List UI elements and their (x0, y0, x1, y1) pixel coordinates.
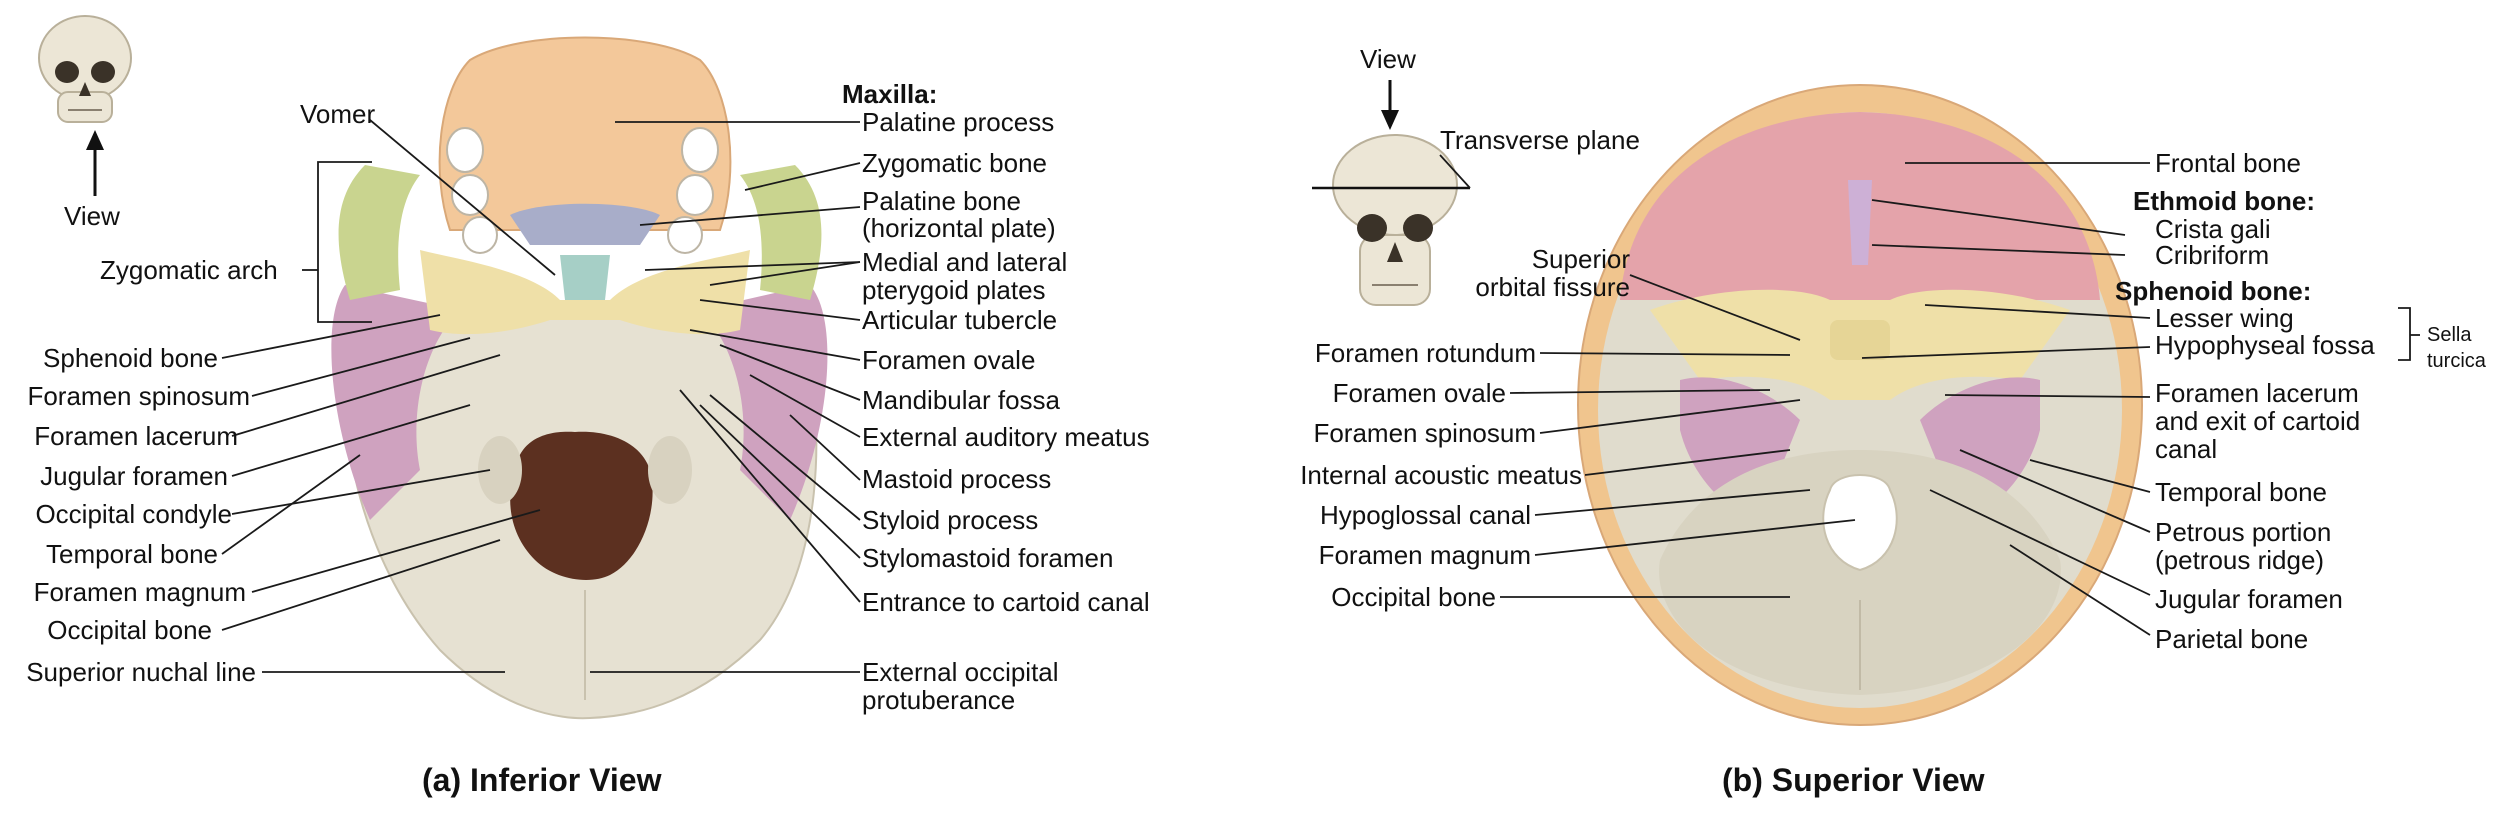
label-maxilla-header: Maxilla: (842, 79, 938, 109)
label-temporal-bone-b: Temporal bone (2155, 477, 2327, 507)
view-label-inferior: View (64, 201, 120, 231)
label-foramen-lacerum-b-1: Foramen lacerum (2155, 378, 2359, 408)
skull-superior-view (1577, 84, 2143, 726)
label-lesser-wing: Lesser wing (2155, 303, 2294, 333)
label-sphenoid-bone-a: Sphenoid bone (43, 343, 218, 373)
transverse-plane-leader (1439, 154, 1471, 189)
view-arrow-inferior (86, 130, 104, 196)
label-sella-2: turcica (2427, 350, 2486, 372)
label-occipital-bone-a: Occipital bone (47, 615, 212, 645)
view-label-superior: View (1360, 44, 1416, 74)
label-jugular-foramen-b: Jugular foramen (2155, 584, 2343, 614)
label-transverse-plane: Transverse plane (1440, 125, 1640, 155)
label-palatine-bone-2: (horizontal plate) (862, 213, 1056, 243)
label-petrous-2: (petrous ridge) (2155, 545, 2325, 575)
label-frontal-bone: Frontal bone (2155, 148, 2301, 178)
label-foramen-lacerum-b-2: and exit of cartoid (2155, 406, 2361, 436)
label-vomer: Vomer (300, 99, 376, 129)
label-crista-gali: Crista gali (2155, 214, 2271, 244)
label-articular-tubercle: Articular tubercle (862, 305, 1058, 335)
label-internal-acoustic-meatus: Internal acoustic meatus (1300, 460, 1582, 490)
label-foramen-magnum-b: Foramen magnum (1318, 540, 1531, 570)
label-temporal-bone-a: Temporal bone (46, 539, 218, 569)
label-superior-nuchal-line: Superior nuchal line (26, 657, 256, 687)
label-foramen-ovale-b: Foramen ovale (1332, 378, 1506, 408)
label-external-auditory-meatus: External auditory meatus (862, 422, 1150, 452)
label-ext-occ-prot-2: protuberance (862, 685, 1016, 715)
label-foramen-spinosum-b: Foramen spinosum (1313, 418, 1536, 448)
label-stylomastoid-foramen: Stylomastoid foramen (862, 543, 1114, 573)
label-foramen-magnum-a: Foramen magnum (33, 577, 246, 607)
label-zygomatic-arch: Zygomatic arch (100, 255, 278, 285)
label-pterygoid-1: Medial and lateral (862, 247, 1068, 277)
caption-superior-view: (b) Superior View (1722, 762, 1985, 798)
label-petrous-1: Petrous portion (2155, 517, 2332, 547)
label-ethmoid-header: Ethmoid bone: (2133, 186, 2315, 216)
label-foramen-lacerum-a: Foramen lacerum (34, 421, 238, 451)
label-palatine-bone-1: Palatine bone (862, 186, 1022, 216)
label-parietal-bone: Parietal bone (2155, 624, 2309, 654)
label-sella-1: Sella (2427, 324, 2472, 346)
label-sup-orbital-2: orbital fissure (1475, 272, 1630, 302)
label-jugular-foramen-a: Jugular foramen (40, 461, 228, 491)
label-hypoglossal-canal: Hypoglossal canal (1319, 500, 1531, 530)
view-arrow-superior (1381, 80, 1399, 130)
label-pterygoid-2: pterygoid plates (862, 275, 1046, 305)
label-sup-orbital-1: Superior (1531, 244, 1630, 274)
label-occipital-condyle: Occipital condyle (35, 499, 232, 529)
label-styloid-process: Styloid process (862, 505, 1039, 535)
label-foramen-spinosum-a: Foramen spinosum (27, 381, 250, 411)
caption-inferior-view: (a) Inferior View (422, 762, 662, 798)
label-foramen-ovale-a: Foramen ovale (862, 345, 1036, 375)
skull-icon-superior (1312, 134, 1470, 306)
label-sphenoid-header: Sphenoid bone: (2115, 276, 2312, 306)
label-hypophyseal-fossa: Hypophyseal fossa (2155, 330, 2375, 360)
skull-inferior-view (331, 36, 828, 720)
leader-lines-inferior (221, 119, 861, 673)
label-zygomatic-bone: Zygomatic bone (862, 148, 1047, 178)
label-foramen-lacerum-b-3: canal (2155, 434, 2218, 464)
label-entrance-carotid-canal: Entrance to cartoid canal (862, 587, 1150, 617)
label-ext-occ-prot-1: External occipital (862, 657, 1059, 687)
leader-lines-superior (1500, 162, 2420, 636)
label-cribriform: Cribriform (2155, 240, 2270, 270)
label-mastoid-process: Mastoid process (862, 464, 1052, 494)
label-foramen-rotundum: Foramen rotundum (1314, 338, 1536, 368)
label-palatine-process: Palatine process (862, 107, 1055, 137)
label-occipital-bone-b: Occipital bone (1331, 582, 1496, 612)
label-mandibular-fossa: Mandibular fossa (862, 385, 1060, 415)
skull-icon-inferior (38, 15, 132, 123)
